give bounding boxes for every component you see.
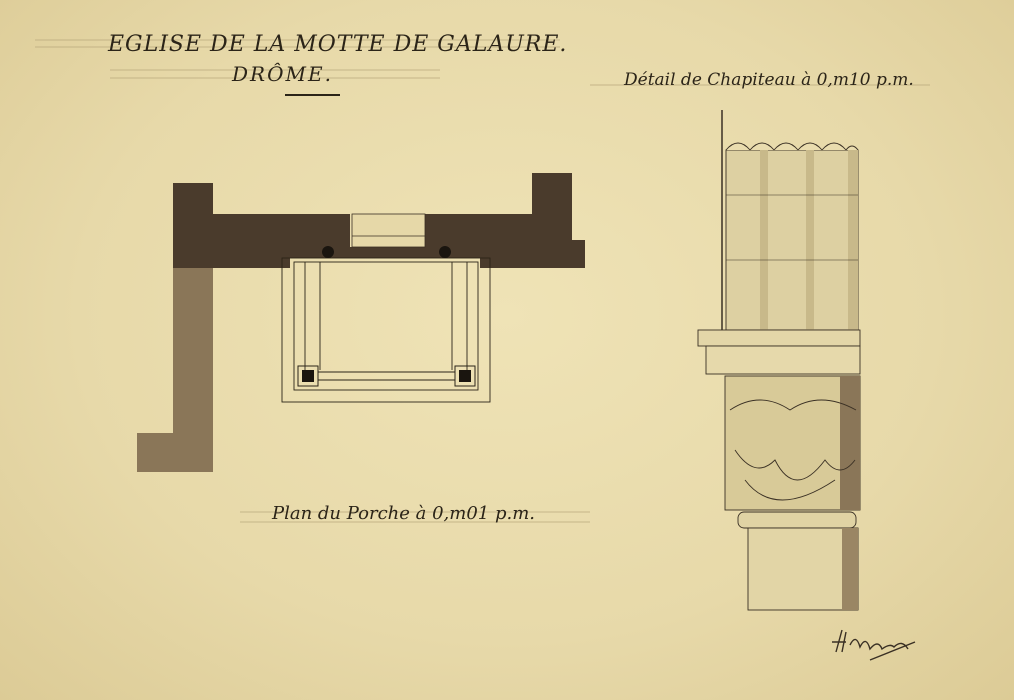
- signature: [832, 629, 916, 661]
- dark-wall: [173, 173, 585, 268]
- drawing-subtitle: DRÔME.: [232, 62, 333, 86]
- drawing-title: EGLISE DE LA MOTTE DE GALAURE.: [108, 32, 568, 57]
- pillar: [302, 370, 314, 382]
- plan-caption: Plan du Porche à 0,m01 p.m.: [272, 503, 535, 524]
- guide-lines: [35, 39, 930, 523]
- porch-plan: [137, 173, 585, 472]
- light-wall: [137, 268, 213, 472]
- steps: [351, 213, 426, 248]
- column-base: [439, 246, 451, 258]
- column-base: [322, 246, 334, 258]
- detail-caption: Détail de Chapiteau à 0,m10 p.m.: [624, 70, 914, 90]
- pillar: [459, 370, 471, 382]
- capital-detail: [697, 110, 861, 611]
